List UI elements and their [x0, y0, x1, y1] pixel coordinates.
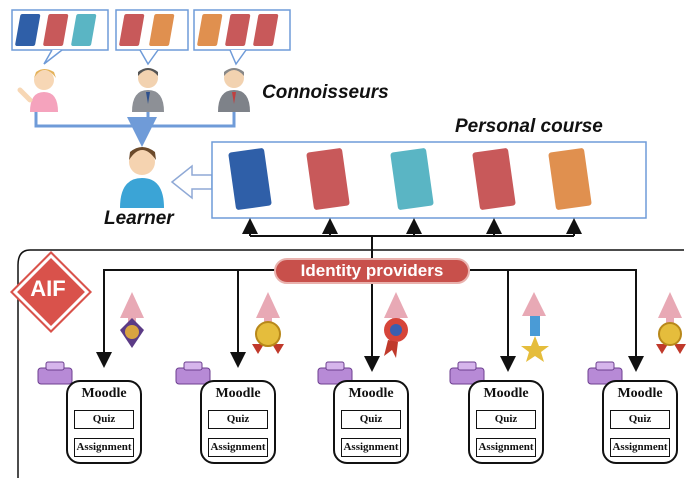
server-icon	[37, 361, 73, 385]
connoisseur-book-set-3	[193, 9, 291, 66]
seal-badge-icon	[120, 292, 144, 348]
course-to-learner-arrow	[170, 164, 213, 200]
book-icon	[548, 148, 592, 210]
connoisseur-connector	[34, 112, 236, 138]
identity-providers-pill: Identity providers	[274, 258, 470, 284]
identity-providers-to-course-tree	[242, 218, 582, 258]
moodle-title: Moodle	[81, 386, 127, 401]
connoisseur-book-set-2	[115, 9, 189, 66]
assignment-box: Assignment	[610, 438, 670, 457]
book-icon	[197, 14, 223, 46]
learner-icon	[120, 147, 164, 208]
book-icon	[225, 14, 251, 46]
quiz-box: Quiz	[74, 410, 134, 429]
quiz-box: Quiz	[341, 410, 401, 429]
identity-providers-to-moodle-lines	[96, 269, 644, 372]
connoisseur-woman-icon	[17, 69, 58, 112]
book-icon	[472, 148, 516, 210]
moodle-box: Moodle Quiz Assignment	[200, 380, 276, 464]
gold-medal-icon	[656, 292, 686, 354]
moodle-box: Moodle Quiz Assignment	[333, 380, 409, 464]
quiz-box: Quiz	[610, 410, 670, 429]
connoisseur-man-2-icon	[218, 68, 250, 112]
quiz-box: Quiz	[476, 410, 536, 429]
book-icon	[228, 148, 272, 210]
personal-course-label: Personal course	[455, 116, 603, 137]
moodle-title: Moodle	[348, 386, 394, 401]
server-icon	[317, 361, 353, 385]
connoisseur-book-set-1	[11, 9, 109, 65]
book-icon	[390, 148, 434, 210]
quiz-box: Quiz	[208, 410, 268, 429]
gold-medal-icon	[252, 292, 284, 354]
moodle-box: Moodle Quiz Assignment	[602, 380, 678, 464]
connoisseurs-label: Connoisseurs	[262, 82, 389, 103]
server-icon	[175, 361, 211, 385]
moodle-title: Moodle	[215, 386, 261, 401]
learner-label: Learner	[104, 208, 174, 229]
assignment-box: Assignment	[476, 438, 536, 457]
moodle-title: Moodle	[483, 386, 529, 401]
moodle-box: Moodle Quiz Assignment	[468, 380, 544, 464]
book-icon	[15, 14, 41, 46]
assignment-box: Assignment	[74, 438, 134, 457]
book-icon	[149, 14, 175, 46]
personal-course-books	[228, 148, 592, 210]
server-icon	[449, 361, 485, 385]
aif-logo: AIF	[9, 250, 93, 334]
moodle-box: Moodle Quiz Assignment	[66, 380, 142, 464]
book-icon	[43, 14, 69, 46]
aif-label: AIF	[30, 276, 66, 301]
book-icon	[306, 148, 350, 210]
connoisseur-man-icon	[132, 68, 164, 112]
aif-frame	[17, 249, 684, 478]
moodle-title: Moodle	[617, 386, 663, 401]
assignment-box: Assignment	[341, 438, 401, 457]
assignment-box: Assignment	[208, 438, 268, 457]
book-icon	[119, 14, 145, 46]
star-ribbon-icon	[521, 292, 549, 362]
rosette-badge-icon	[384, 292, 408, 358]
book-icon	[71, 14, 97, 46]
book-icon	[253, 14, 279, 46]
